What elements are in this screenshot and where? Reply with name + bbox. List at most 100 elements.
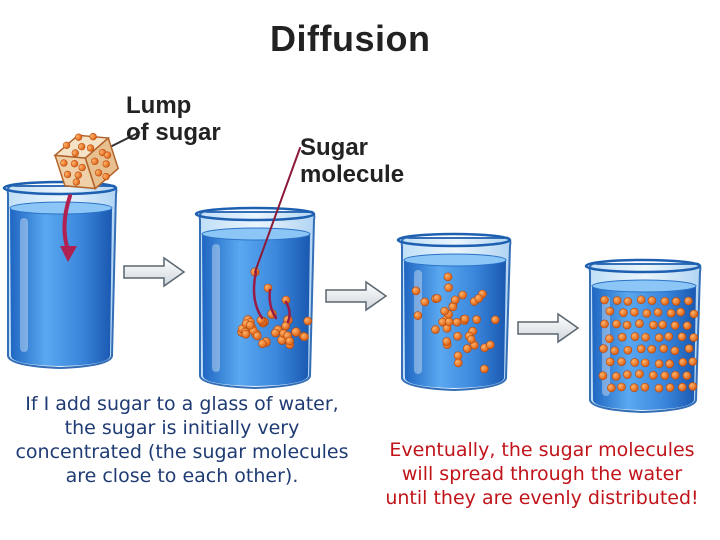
- sugar-molecule-dot: [617, 382, 626, 392]
- beaker-icon: [396, 232, 512, 392]
- sugar-molecule-dot: [636, 344, 646, 354]
- sugar-molecule-dot: [611, 372, 621, 381]
- sugar-molecule-dot: [598, 371, 608, 380]
- sugar-molecule-dot: [443, 272, 453, 282]
- sugar-molecule-dot: [453, 351, 463, 361]
- beaker-water: [10, 208, 112, 366]
- sugar-molecule-dot: [640, 358, 650, 368]
- sugar-molecule-dot: [432, 294, 442, 303]
- sugar-molecule-dot: [670, 321, 680, 330]
- sugar-molecule-dot: [78, 163, 86, 172]
- water-surface: [591, 279, 697, 293]
- drop-arrow-shaft: [62, 194, 72, 252]
- sugar-cube-icon: [53, 133, 120, 190]
- sugar-molecule-dot: [444, 283, 453, 292]
- sugar-molecule-dot: [485, 340, 495, 350]
- sugar-molecule-dot: [74, 133, 83, 141]
- sugar-molecule-dot: [635, 319, 644, 328]
- caption-left-line-1: If I add sugar to a glass of water,: [25, 393, 339, 415]
- sugar-molecule-dot: [635, 369, 644, 379]
- sugar-molecule-dot: [452, 317, 462, 327]
- sugar-molecule-dot: [660, 371, 670, 380]
- cube-right: [84, 136, 120, 190]
- diagram-title: Diffusion: [270, 18, 431, 59]
- caption-left-line-2: the sugar is initially very: [64, 417, 300, 439]
- sugar-molecule-dot: [647, 296, 657, 305]
- sugar-molecule-dot: [285, 336, 294, 346]
- sugar-molecule-dot: [472, 315, 481, 324]
- sugar-molecule-dot: [258, 339, 267, 348]
- sugar-molecule-dot: [91, 157, 99, 165]
- sugar-molecule-dot: [281, 321, 290, 331]
- sugar-molecule-dot: [688, 382, 698, 391]
- sugar-molecule-dot: [689, 309, 699, 319]
- sugar-molecule-dot: [619, 308, 628, 317]
- drop-arrow-icon: [60, 194, 77, 262]
- sugar-molecule-dot: [300, 332, 309, 342]
- sugar-molecule-dot: [444, 317, 454, 327]
- molecule-trail: [268, 288, 278, 320]
- sugar-molecule-dot: [413, 311, 423, 320]
- sugar-molecule-dot: [682, 371, 692, 380]
- caption-right-line-3: until they are evenly distributed!: [385, 487, 699, 509]
- caption-initial-concentration: If I add sugar to a glass of water, the …: [4, 392, 360, 488]
- right-arrow-icon: [517, 312, 580, 344]
- sugar-molecule-dot: [600, 295, 609, 305]
- sugar-molecule-dot: [600, 319, 609, 329]
- sugar-molecule-dot: [458, 290, 467, 300]
- sugar-molecule-dot: [623, 345, 633, 355]
- sugar-molecule-dot: [103, 151, 112, 159]
- sugar-molecule-dot: [63, 170, 72, 179]
- sugar-molecule-dot: [677, 332, 687, 342]
- sugar-molecule-dot: [460, 314, 470, 324]
- sugar-molecule-dot: [70, 160, 79, 168]
- sugar-molecule-dot: [640, 382, 650, 392]
- sugar-molecule-dot: [450, 295, 460, 305]
- sugar-molecule-dot: [630, 358, 639, 367]
- sugar-molecule-dot: [654, 359, 664, 369]
- sugar-molecule-dot: [607, 383, 616, 393]
- sugar-molecule-dot: [641, 332, 650, 342]
- water-surface: [201, 227, 311, 241]
- sugar-molecule-dot: [684, 344, 694, 353]
- sugar-molecule-dot: [78, 143, 86, 151]
- sugar-molecule-dot: [72, 178, 80, 186]
- sugar-molecule-dot: [86, 144, 95, 152]
- sugar-molecule-dot: [654, 383, 664, 393]
- glass-highlight: [414, 270, 422, 374]
- sugar-molecule-dot: [453, 331, 462, 341]
- beaker-icon: [2, 180, 118, 370]
- sugar-molecule-dot: [303, 316, 313, 326]
- sugar-molecule-label: Sugar molecule: [300, 134, 404, 188]
- lump-label-line-1: Lump: [126, 92, 192, 119]
- sugar-molecule-dot: [647, 344, 657, 354]
- sugar-molecule-dot: [623, 370, 632, 379]
- lump-of-sugar-label: Lump of sugar: [126, 92, 221, 146]
- sugar-molecule-dot: [688, 357, 698, 366]
- molecule-pointer-line: [254, 147, 301, 273]
- sugar-molecule-dot: [682, 321, 692, 331]
- molecule-label-line-2: molecule: [300, 161, 405, 188]
- caption-right-line-2: will spread through the water: [401, 463, 683, 485]
- sugar-molecule-dot: [664, 332, 674, 341]
- glass-highlight: [20, 218, 28, 352]
- sugar-molecule-dot: [490, 315, 500, 325]
- sugar-molecule-dot: [291, 327, 301, 337]
- sugar-molecule-dot: [670, 346, 680, 355]
- sugar-molecule-dot: [241, 329, 251, 339]
- water-surface: [403, 253, 507, 267]
- sugar-molecule-dot: [411, 286, 421, 296]
- sugar-molecule-dot: [599, 344, 608, 353]
- sugar-molecule-dot: [684, 296, 693, 306]
- sugar-molecule-dot: [665, 383, 675, 392]
- right-arrow-icon: [325, 280, 388, 312]
- sugar-molecule-dot: [453, 358, 463, 368]
- sugar-molecule-dot: [420, 297, 430, 307]
- sugar-molecule-dot: [659, 344, 668, 353]
- sugar-molecule-dot: [642, 309, 652, 318]
- glass-highlight: [212, 244, 220, 372]
- sugar-molecule-dot: [462, 344, 472, 353]
- sugar-molecule-dot: [442, 337, 452, 346]
